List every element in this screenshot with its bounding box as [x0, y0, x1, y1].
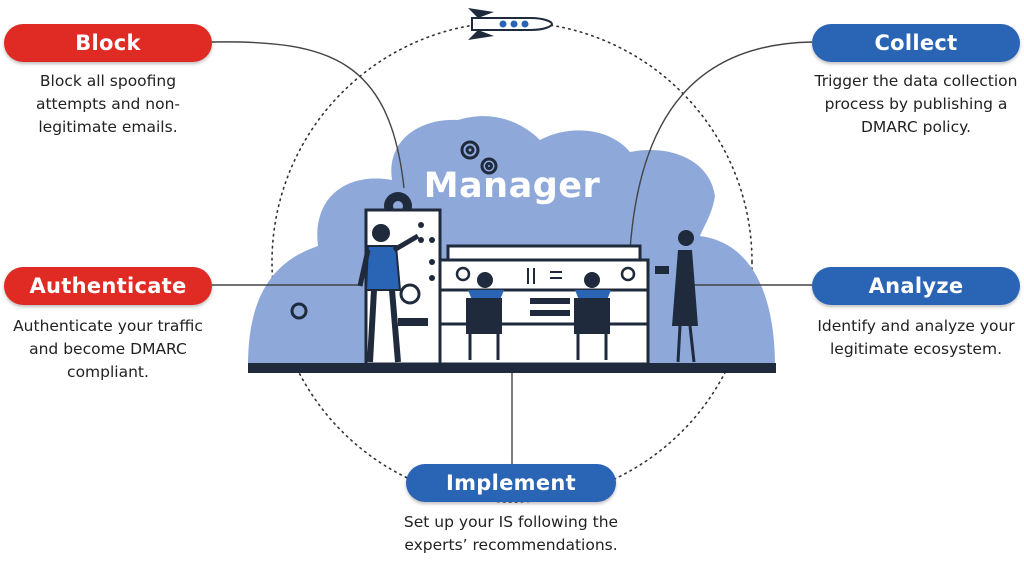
monitor-icon	[438, 244, 650, 366]
collect-connector	[629, 41, 813, 251]
cloud-dot	[290, 302, 308, 320]
block-description: Block all spoofing attempts and non-legi…	[35, 72, 181, 136]
implement-button[interactable]: Implement	[406, 464, 616, 502]
authenticate-button[interactable]: Authenticate	[4, 267, 212, 305]
gear-icon	[460, 140, 498, 175]
implement-description: Set up your IS following the experts’ re…	[403, 513, 619, 554]
block-button[interactable]: Block	[4, 24, 212, 62]
person-icon	[655, 230, 698, 363]
manager-title: Manager	[423, 166, 601, 206]
analyze-description: Identify and analyze your legitimate eco…	[817, 317, 1015, 358]
collect-button[interactable]: Collect	[812, 24, 1020, 62]
block-connector	[211, 41, 405, 189]
floor	[248, 363, 776, 373]
person-icon	[357, 224, 420, 363]
person-icon	[574, 272, 611, 360]
person-icon	[466, 272, 504, 360]
authenticate-description: Authenticate your traffic and become DMA…	[13, 317, 203, 381]
orbit-ring	[271, 21, 753, 503]
collect-description: Trigger the data collection process by p…	[814, 72, 1018, 136]
analyze-button[interactable]: Analyze	[812, 267, 1020, 305]
connector-lines	[211, 41, 813, 464]
rocket-icon	[468, 8, 554, 40]
